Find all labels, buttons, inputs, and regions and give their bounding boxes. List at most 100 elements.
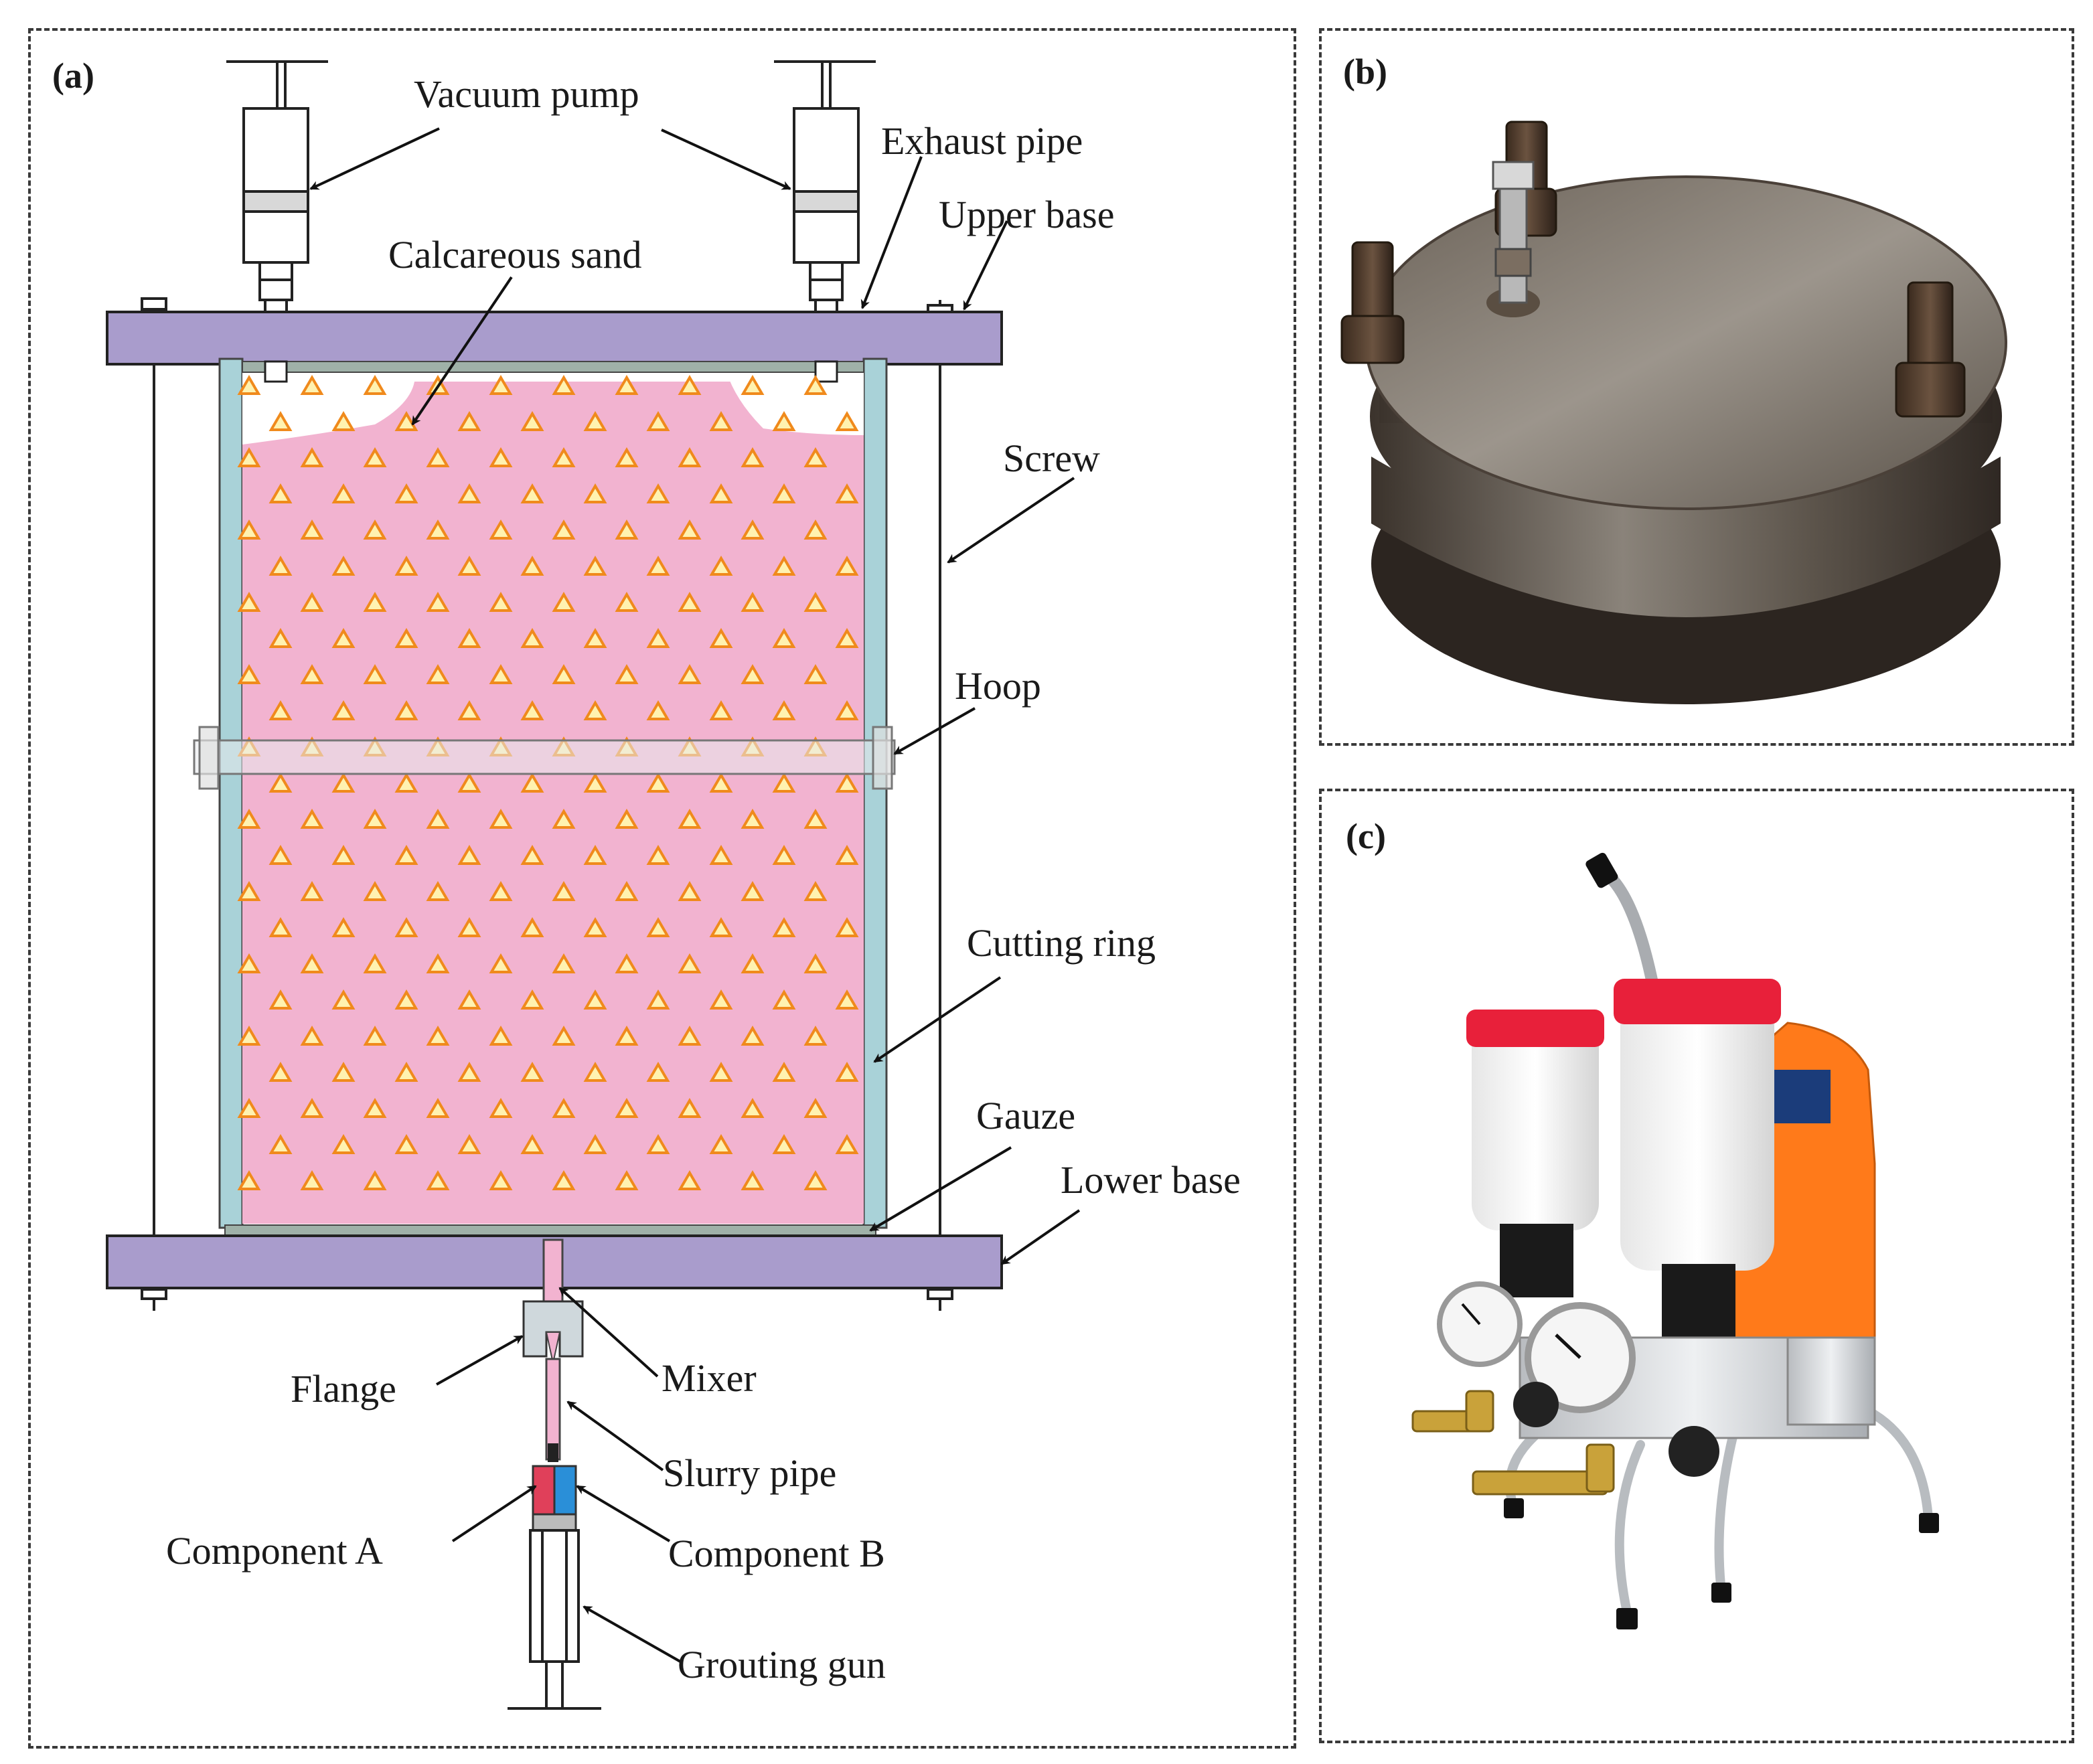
- sand-particle: [709, 556, 733, 576]
- sand-particle: [646, 845, 670, 865]
- sand-particle: [552, 1170, 576, 1190]
- sand-particle: [678, 881, 702, 901]
- sand-particle: [741, 1026, 765, 1046]
- sand-particle: [363, 375, 387, 395]
- sand-particle: [678, 1170, 702, 1190]
- sand-particle: [835, 628, 859, 648]
- sand-particle: [237, 592, 261, 612]
- sand-particle: [237, 881, 261, 901]
- sand-particle: [394, 1134, 418, 1154]
- sand-particle: [426, 953, 450, 973]
- sand-particle: [678, 809, 702, 829]
- sand-particle: [394, 628, 418, 648]
- sand-particle: [803, 809, 828, 829]
- sand-particle: [331, 411, 356, 431]
- sand-particle: [583, 773, 607, 793]
- sand-particle: [394, 411, 418, 431]
- sand-particle: [678, 592, 702, 612]
- sand-particle: [646, 989, 670, 1010]
- sand-particle: [835, 917, 859, 937]
- sand-particle: [583, 1062, 607, 1082]
- sand-particle: [583, 411, 607, 431]
- sand-particle: [678, 519, 702, 540]
- cutting-ring-right: [862, 357, 888, 1229]
- sand-particle: [331, 773, 356, 793]
- sand-particle: [772, 411, 796, 431]
- sand-particle: [268, 411, 293, 431]
- label-upper-base: Upper base: [939, 193, 1115, 236]
- sand-particle: [709, 700, 733, 720]
- sand-particle: [709, 1134, 733, 1154]
- sand-particle: [552, 519, 576, 540]
- sand-particle: [489, 519, 513, 540]
- sand-particle: [489, 664, 513, 684]
- sand-particle: [552, 809, 576, 829]
- sand-particle: [268, 483, 293, 503]
- sand-particle: [646, 1062, 670, 1082]
- sand-particle: [741, 1098, 765, 1118]
- sand-particle: [426, 1170, 450, 1190]
- sand-particle: [678, 1098, 702, 1118]
- sand-particle: [268, 773, 293, 793]
- sand-particle: [741, 809, 765, 829]
- sand-particle: [520, 989, 544, 1010]
- sand-particle: [803, 1026, 828, 1046]
- label-exhaust-pipe: Exhaust pipe: [881, 119, 1083, 163]
- sand-particle: [300, 375, 324, 395]
- sand-particle: [457, 411, 481, 431]
- sand-particle: [803, 1098, 828, 1118]
- sand-particle: [615, 809, 639, 829]
- sand-particle: [803, 664, 828, 684]
- sand-particle: [237, 519, 261, 540]
- sand-particle: [835, 411, 859, 431]
- label-lower-base: Lower base: [1061, 1158, 1241, 1202]
- label-gauze: Gauze: [976, 1094, 1075, 1137]
- sand-particle: [772, 989, 796, 1010]
- sand-particle: [268, 845, 293, 865]
- sand-particle: [646, 628, 670, 648]
- sand-particle: [772, 773, 796, 793]
- sand-particle: [520, 1134, 544, 1154]
- label-hoop: Hoop: [955, 664, 1041, 708]
- sand-particle: [615, 447, 639, 467]
- sand-particle: [741, 447, 765, 467]
- sand-particle: [803, 953, 828, 973]
- sand-particle: [394, 773, 418, 793]
- sand-particle: [363, 447, 387, 467]
- sand-particle: [583, 845, 607, 865]
- sand-particle: [615, 519, 639, 540]
- sand-particle: [615, 664, 639, 684]
- label-mixer: Mixer: [662, 1356, 757, 1400]
- sand-particles: [237, 375, 859, 1190]
- sand-particle: [615, 375, 639, 395]
- sand-particle: [520, 483, 544, 503]
- sand-particle: [552, 447, 576, 467]
- sand-particle: [709, 483, 733, 503]
- sand-particle: [489, 375, 513, 395]
- sand-particle: [268, 700, 293, 720]
- sand-particle: [300, 953, 324, 973]
- sand-particle: [583, 556, 607, 576]
- sand-particle: [300, 447, 324, 467]
- sand-particle: [268, 1134, 293, 1154]
- sand-particle: [615, 1026, 639, 1046]
- sand-particle: [268, 556, 293, 576]
- sand-particle: [646, 483, 670, 503]
- sand-particle: [489, 592, 513, 612]
- sand-particle: [426, 447, 450, 467]
- sand-particle: [552, 1098, 576, 1118]
- sand-particle: [237, 1026, 261, 1046]
- sand-particle: [426, 519, 450, 540]
- sand-particle: [457, 845, 481, 865]
- sand-particle: [741, 881, 765, 901]
- sand-particle: [520, 773, 544, 793]
- sand-particle: [331, 989, 356, 1010]
- sand-particle: [583, 628, 607, 648]
- sand-particle: [552, 881, 576, 901]
- sand-particle: [363, 953, 387, 973]
- sand-particle: [552, 1026, 576, 1046]
- sand-particle: [646, 1134, 670, 1154]
- sand-particle: [583, 483, 607, 503]
- grouting-gun: [508, 1529, 601, 1710]
- sand-particle: [835, 845, 859, 865]
